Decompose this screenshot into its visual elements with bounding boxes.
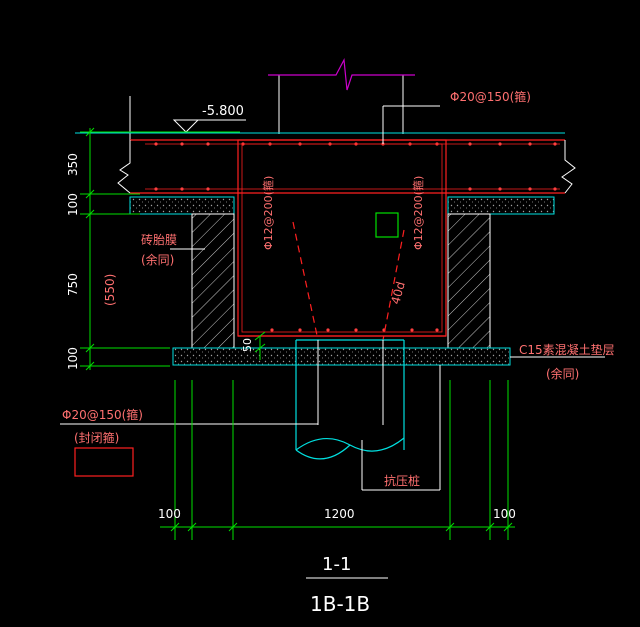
section-title-bottom: 1B-1B <box>310 592 370 616</box>
closed-stirrup-symbol <box>74 447 134 477</box>
dim-100-left-label: 100 <box>66 193 80 216</box>
pile <box>295 339 405 460</box>
dim-100-bottom-label: 100 <box>66 347 80 370</box>
dim-100-a-label: 100 <box>158 507 181 521</box>
bottom-rebar-note: (封闭箍) <box>74 430 119 445</box>
c15-cushion-layer <box>172 347 511 366</box>
brick-mold-label: 砖胎膜 <box>141 232 177 247</box>
dim-100-b-label: 100 <box>493 507 516 521</box>
left-stirrup-label: Φ12@200(箍) <box>261 176 275 250</box>
blinding-strip <box>129 196 555 215</box>
slab-rebar-dots <box>154 142 557 191</box>
elevation-label: -5.800 <box>202 104 244 119</box>
cushion-note: (余同) <box>546 366 579 381</box>
brick-mold-note: (余同) <box>141 252 174 267</box>
section-title-top: 1-1 <box>322 554 351 575</box>
dim-750-label: 750 <box>66 273 80 296</box>
brick-mold-walls <box>191 213 491 349</box>
cushion-label: C15素混凝土垫层 <box>519 342 615 357</box>
dim-1200-label: 1200 <box>324 507 355 521</box>
dimension-lines <box>80 127 515 540</box>
leader-lines <box>60 105 605 491</box>
anchor-length-label: 40d <box>388 280 407 306</box>
column-break-symbol <box>268 57 415 134</box>
pile-label: 抗压桩 <box>384 473 420 488</box>
cover-50-label: 50 <box>241 338 254 352</box>
pit-box <box>237 139 447 337</box>
anchor-dashed-lines <box>292 221 405 341</box>
right-stirrup-label: Φ12@200(箍) <box>411 176 425 250</box>
dim-350-label: 350 <box>66 153 80 176</box>
top-rebar-label: Φ20@150(箍) <box>450 89 531 104</box>
dim-550-label: (550) <box>103 274 117 306</box>
bottom-rebar-label: Φ20@150(箍) <box>62 407 143 422</box>
slab <box>117 139 576 194</box>
